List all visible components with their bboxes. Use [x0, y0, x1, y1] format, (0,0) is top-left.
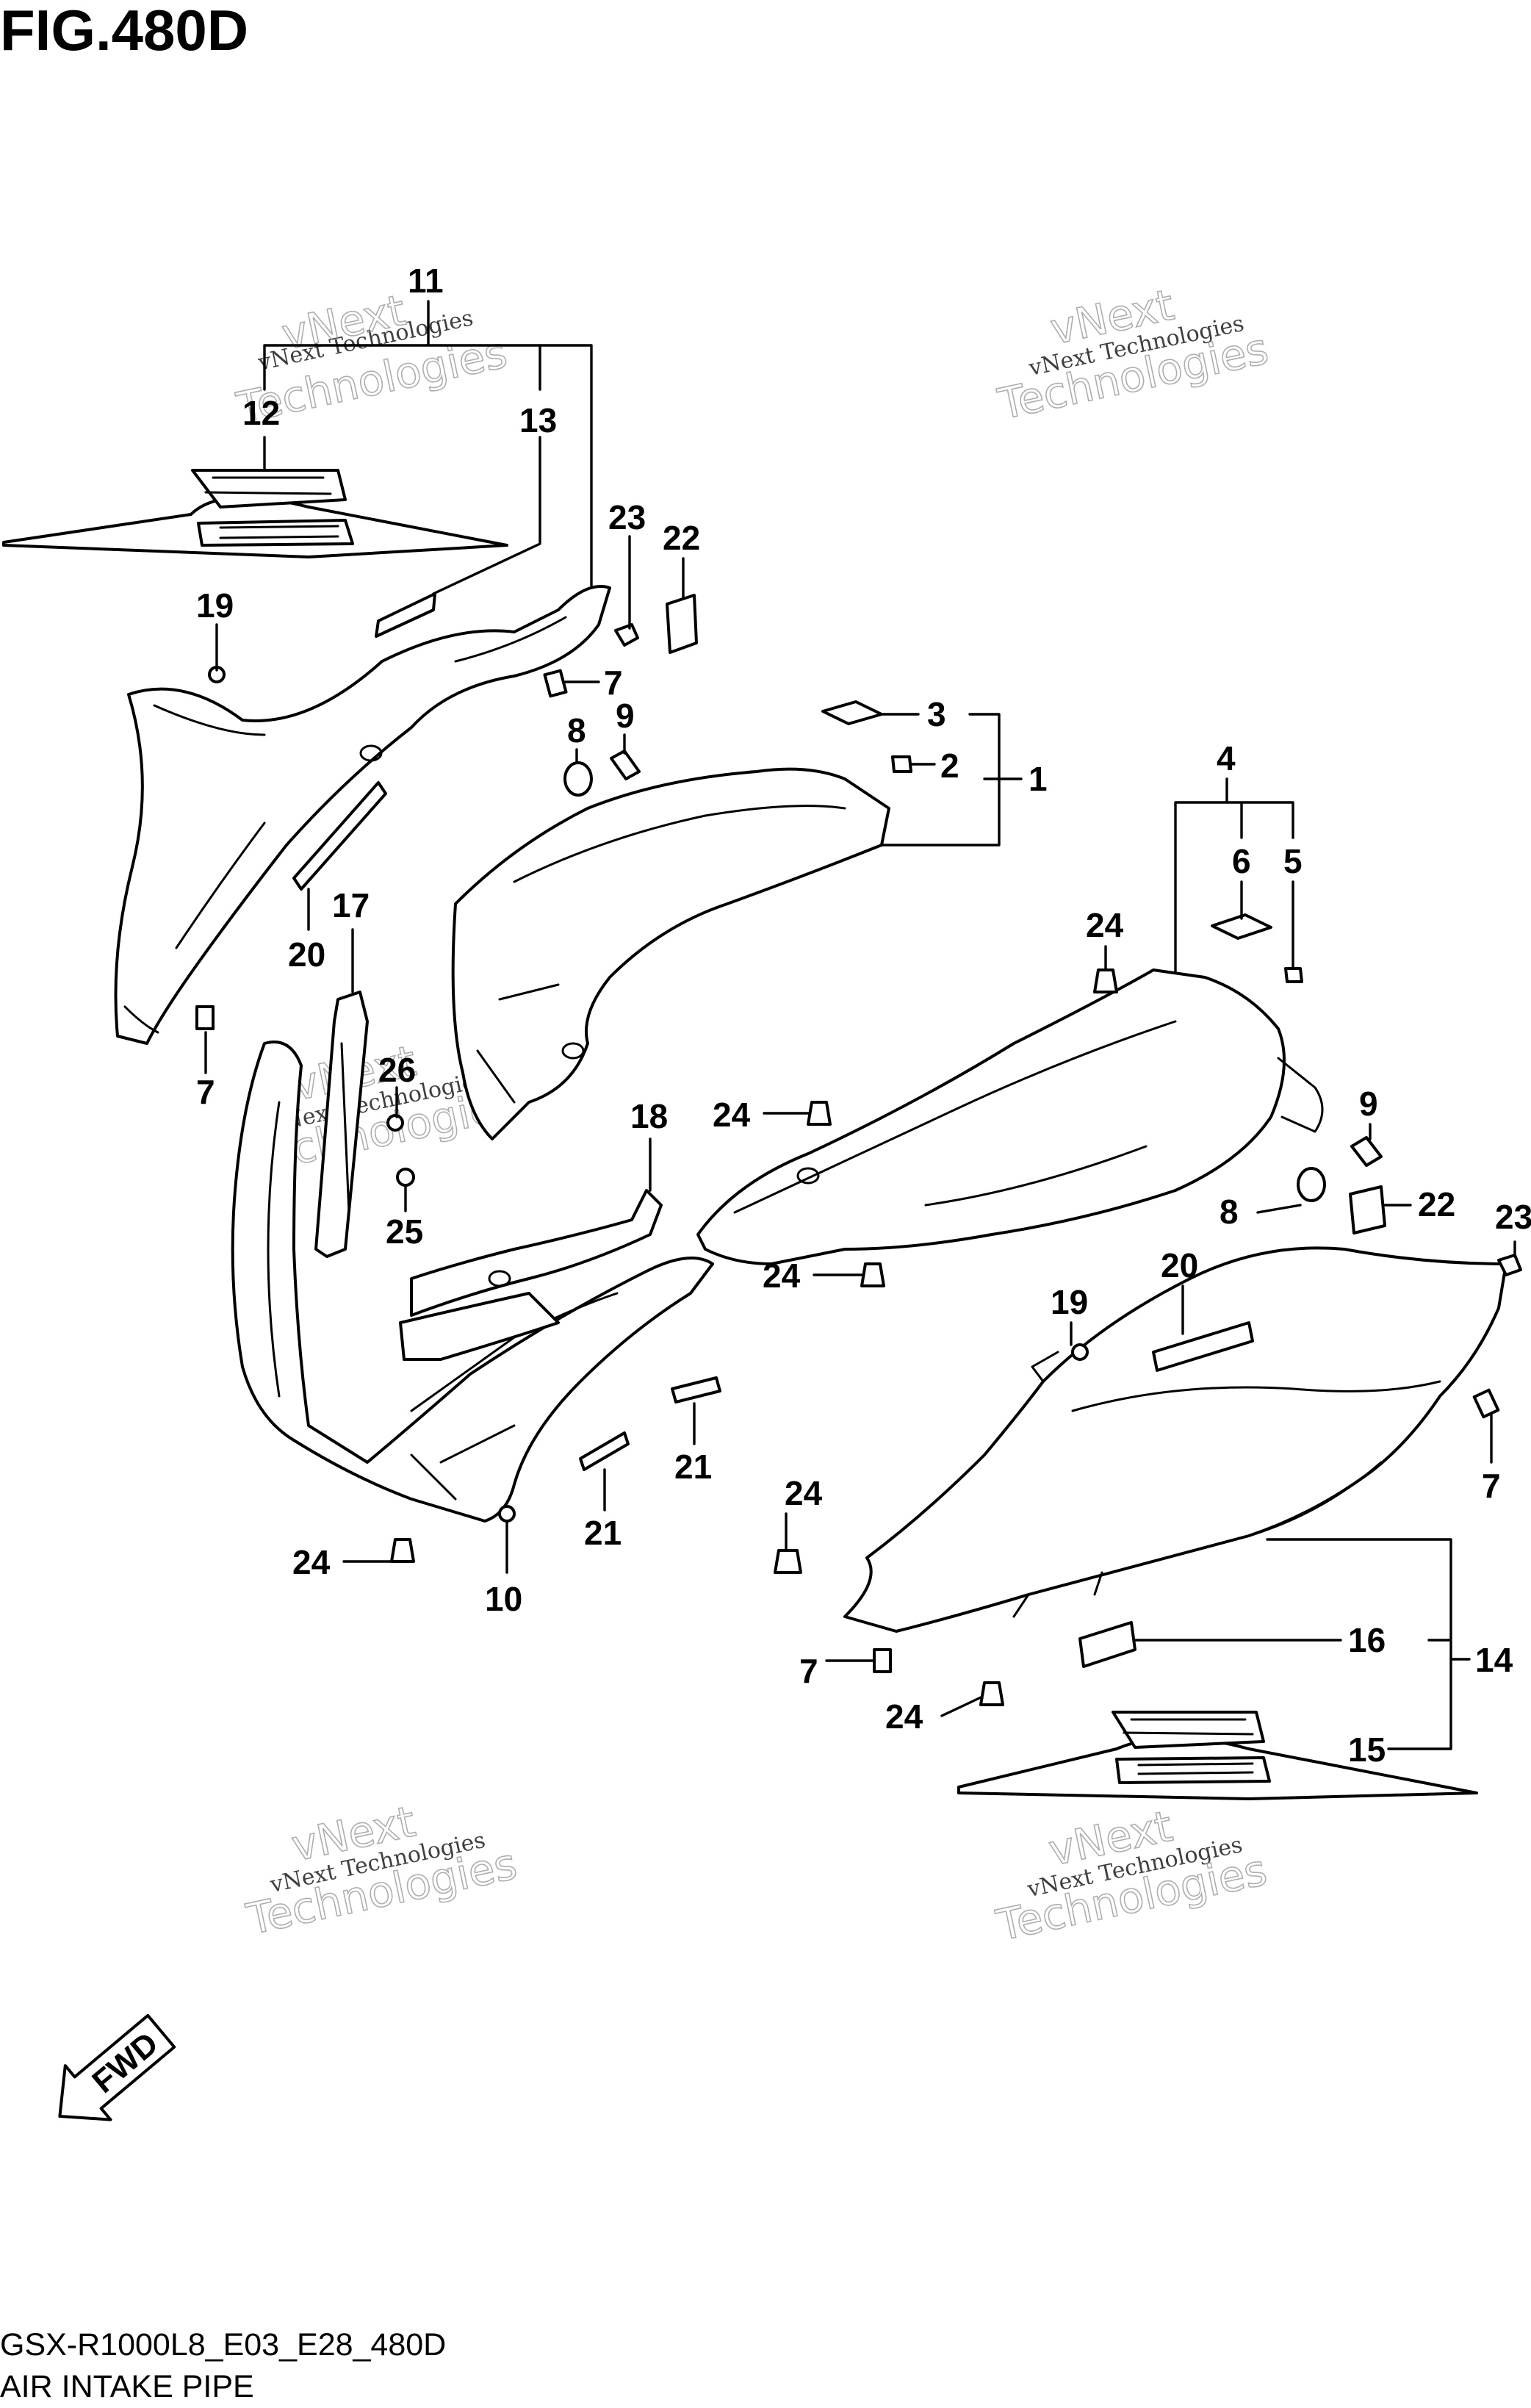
- callout-18: 18: [630, 1097, 668, 1135]
- watermark-top-right: vNext Technologies vNext Technologies: [993, 279, 1273, 430]
- callout-24-c: 24: [763, 1257, 801, 1295]
- fasteners: [195, 623, 1522, 1706]
- callout-15: 15: [1348, 1730, 1386, 1769]
- clip-nut-7-bottom: [873, 1648, 892, 1673]
- sticker-20-left: [292, 781, 387, 891]
- watermark-bottom-right: vNext Technologies vNext Technologies: [992, 1800, 1272, 1951]
- callout-7-bottom: 7: [799, 1652, 818, 1690]
- callout-22-top: 22: [663, 519, 700, 557]
- inner-bracket-18: [399, 1189, 663, 1361]
- sticker-21-left: [579, 1431, 630, 1471]
- inner-panel-17: [314, 991, 369, 1258]
- callout-22-right: 22: [1418, 1185, 1455, 1223]
- sticker-22-right: [1349, 1185, 1386, 1234]
- callout-11: 11: [408, 262, 444, 300]
- callout-6: 6: [1232, 842, 1251, 880]
- grommet-8-top: [563, 761, 593, 797]
- callout-26: 26: [378, 1051, 416, 1089]
- left-upper-cowl: [114, 585, 611, 1045]
- sticker-2: [891, 755, 912, 773]
- bolt-9-top: [610, 750, 641, 780]
- callout-24-e: 24: [785, 1474, 823, 1512]
- sticker-16: [1078, 1621, 1136, 1668]
- callout-9-right: 9: [1359, 1085, 1378, 1123]
- callout-21-right: 21: [674, 1448, 712, 1486]
- screw-25: [396, 1168, 415, 1187]
- callout-5: 5: [1283, 842, 1303, 880]
- clip-24-f: [979, 1681, 1004, 1706]
- clip-24-e: [774, 1549, 802, 1574]
- callout-14: 14: [1475, 1641, 1513, 1679]
- air-intake-duct: [451, 767, 890, 1140]
- callout-9-top: 9: [616, 697, 635, 735]
- callout-8-right: 8: [1220, 1193, 1239, 1231]
- bolt-9-right: [1350, 1136, 1383, 1167]
- leader-lines: [204, 300, 1516, 1750]
- callout-1: 1: [1029, 760, 1048, 798]
- clip-24-a: [807, 1101, 832, 1126]
- callout-23-top: 23: [608, 498, 646, 536]
- forward-arrow-icon: FWD: [58, 2013, 176, 2121]
- callout-4: 4: [1217, 739, 1236, 777]
- emblem-decal-right: [957, 1711, 1478, 1800]
- sticker-20-right: [1152, 1321, 1254, 1372]
- callout-8-top: 8: [567, 711, 586, 750]
- sticker-22-left: [666, 594, 698, 654]
- callout-16: 16: [1348, 1621, 1386, 1659]
- callout-7-left: 7: [196, 1073, 215, 1111]
- callout-19-right: 19: [1051, 1283, 1088, 1321]
- rivet-23-top: [614, 623, 639, 647]
- right-intake-duct: [696, 968, 1324, 1265]
- model-code: GSX-R1000L8_E03_E28_480D: [0, 2327, 446, 2362]
- clip-nut-7-left: [195, 1005, 215, 1030]
- screw-10: [498, 1505, 516, 1523]
- figure-title: FIG.480D: [0, 0, 248, 62]
- callout-3: 3: [927, 695, 946, 733]
- section-name: AIR INTAKE PIPE: [0, 2369, 254, 2404]
- callout-2: 2: [940, 747, 959, 785]
- callout-7-top: 7: [604, 664, 623, 702]
- callout-7-right: 7: [1482, 1467, 1501, 1505]
- grommet-8-right: [1297, 1167, 1326, 1202]
- right-side-cowl: [843, 1246, 1507, 1633]
- clip-24-d: [390, 1538, 415, 1563]
- emblem-decal-left: [2, 469, 508, 558]
- callout-24-b: 24: [1086, 906, 1124, 944]
- rivet-23-right: [1497, 1254, 1522, 1276]
- sticker-3: [821, 700, 883, 725]
- sticker-21-right: [671, 1376, 721, 1404]
- callout-24-a: 24: [713, 1096, 751, 1134]
- clip-nut-7-right: [1472, 1388, 1500, 1419]
- clip-nut-7-top: [543, 669, 568, 698]
- callout-19-left: 19: [196, 586, 234, 625]
- screw-26: [386, 1114, 404, 1132]
- callout-10: 10: [485, 1580, 522, 1618]
- callout-17: 17: [332, 886, 370, 924]
- callout-13: 13: [519, 401, 557, 439]
- clip-24-b: [1093, 968, 1118, 993]
- clip-24-c: [860, 1262, 885, 1287]
- sticker-5: [1284, 967, 1303, 983]
- callout-24-f: 24: [885, 1697, 923, 1736]
- callout-23-right: 23: [1495, 1198, 1531, 1236]
- callout-21-left: 21: [584, 1514, 622, 1552]
- sticker-13: [375, 592, 436, 638]
- sticker-6: [1211, 913, 1272, 940]
- callout-24-d: 24: [292, 1543, 331, 1581]
- callout-12: 12: [242, 394, 280, 432]
- callout-20-right: 20: [1161, 1246, 1198, 1284]
- callout-20-left: 20: [288, 935, 325, 974]
- left-lower-cowl: [231, 1041, 714, 1523]
- callouts: 11 12 13 23 22 19 7 8 9 3 2 1 4 6 5 20 1…: [196, 262, 1531, 1769]
- screw-19-right: [1071, 1343, 1089, 1361]
- watermark-bottom-left: vNext Technologies vNext Technologies: [242, 1796, 522, 1945]
- callout-25: 25: [386, 1212, 423, 1251]
